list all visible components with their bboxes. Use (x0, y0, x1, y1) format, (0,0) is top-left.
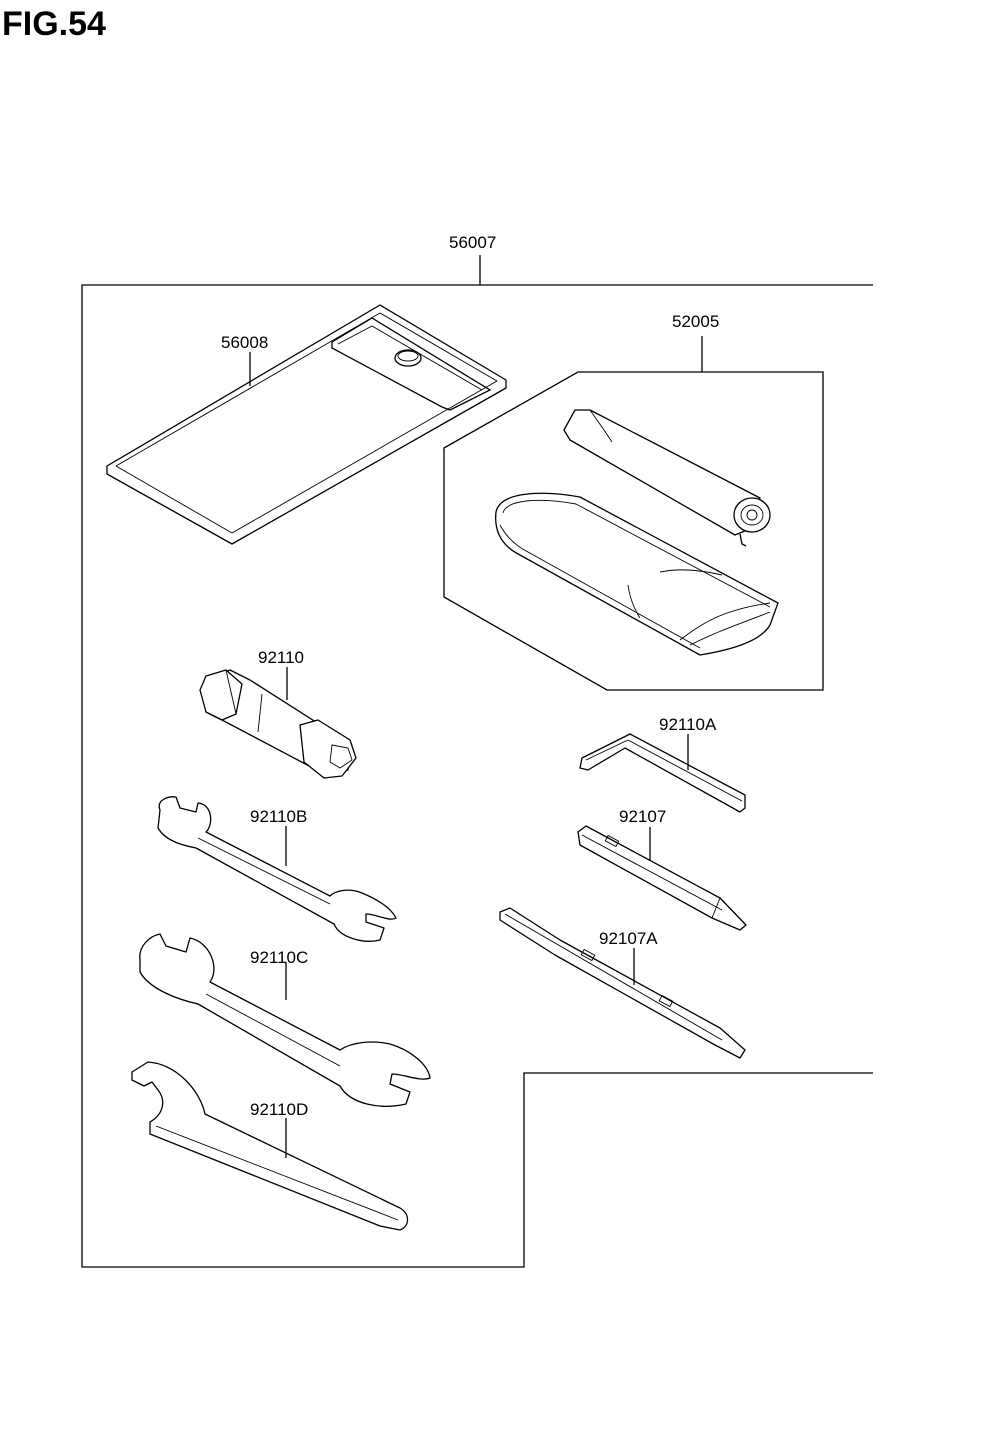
label-52005: 52005 (672, 312, 719, 331)
label-92107A: 92107A (599, 929, 658, 948)
label-92110A: 92110A (659, 715, 717, 734)
kit-boundary: 56007 (81, 233, 873, 1268)
label-92107: 92107 (619, 807, 666, 826)
large-wrench-drawing: 92110C (139, 933, 431, 1107)
label-92110: 92110 (258, 648, 304, 667)
label-92110C: 92110C (250, 948, 308, 967)
label-56008: 56008 (221, 333, 268, 352)
label-56007: 56007 (449, 233, 496, 252)
label-92110B: 92110B (250, 807, 307, 826)
plug-wrench-drawing: 92110 (199, 648, 357, 779)
pin-spanner-drawing: 92110D (131, 1061, 409, 1231)
screwdriver-drawing: 92107 (577, 807, 747, 931)
hex-key-drawing: 92110A (579, 715, 746, 813)
label-92110D: 92110D (250, 1100, 308, 1119)
small-wrench-drawing: 92110B (157, 796, 397, 942)
double-screwdriver-drawing: 92107A (499, 907, 746, 1059)
tube-tool-drawing (563, 409, 771, 547)
pouch-drawing (494, 492, 779, 656)
group-52005-boundary: 52005 (443, 312, 824, 691)
figure-title: FIG.54 (2, 5, 106, 43)
tool-bag-drawing: 56008 (106, 304, 507, 545)
